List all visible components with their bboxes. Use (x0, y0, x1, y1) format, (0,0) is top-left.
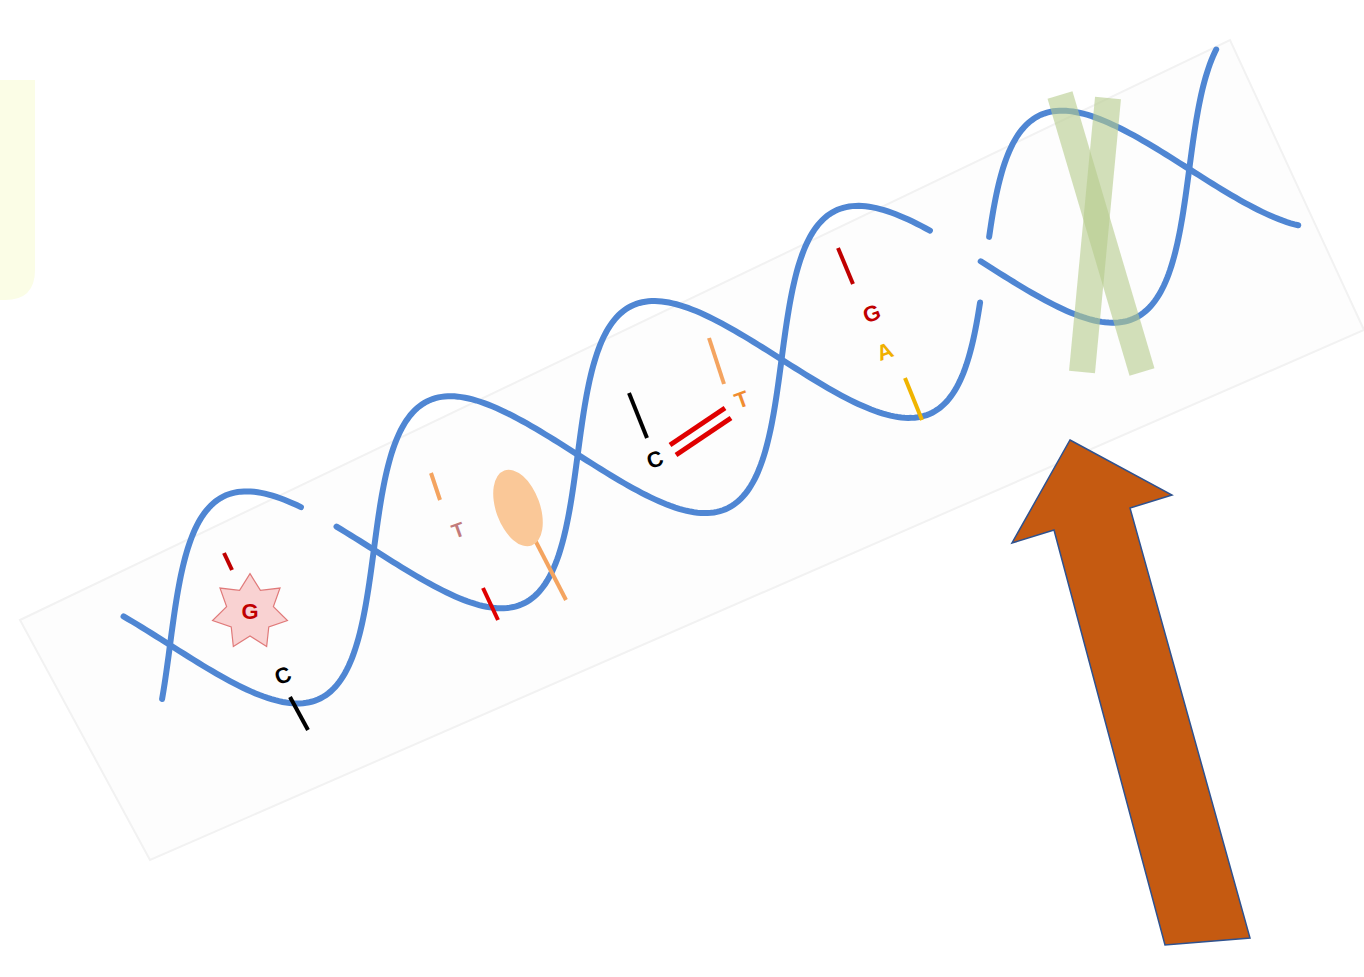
base-rung (483, 588, 498, 620)
base-rung (431, 473, 440, 500)
pointer-arrow (1012, 440, 1250, 945)
base-letter: T (449, 519, 467, 542)
crosslink-band (1082, 98, 1108, 372)
base-letter: T (732, 387, 752, 412)
base-letter: G (860, 301, 884, 328)
dna-strand (124, 50, 1217, 704)
crosslink-bond (676, 418, 731, 455)
base-rung (629, 393, 647, 438)
background-patch (0, 80, 35, 300)
base-letter: C (272, 663, 294, 689)
base-rung (709, 338, 724, 384)
base-letter: G (241, 601, 258, 623)
damaged-base-star: G (210, 572, 290, 652)
base-rung (224, 553, 232, 570)
base-letter: A (874, 339, 896, 365)
crosslink-band (1060, 95, 1142, 372)
base-rung (905, 378, 922, 420)
base-letter: C (644, 447, 666, 473)
base-rung (290, 697, 308, 730)
base-rung (838, 248, 853, 284)
adduct-stem (535, 540, 566, 600)
star-shape (213, 574, 288, 647)
adduct-blob (484, 463, 553, 553)
